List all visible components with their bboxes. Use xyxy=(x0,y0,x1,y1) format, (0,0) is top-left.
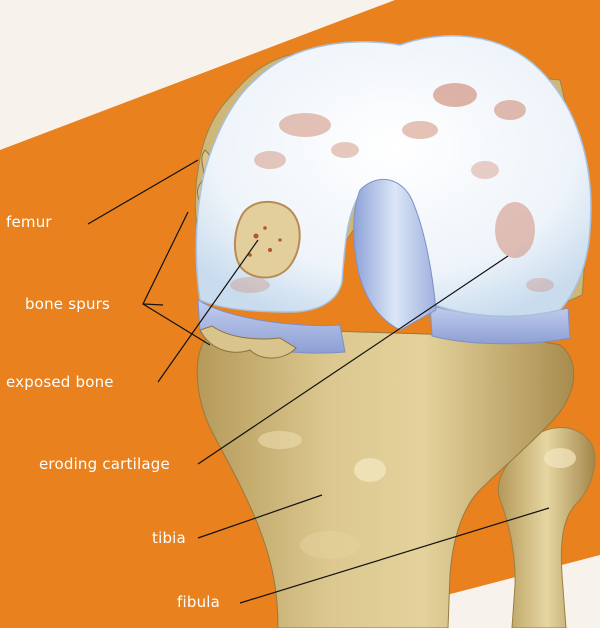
exposed-bone-patch xyxy=(235,202,300,278)
label-eroding-cartilage: eroding cartilage xyxy=(39,455,170,473)
label-exposed-bone: exposed bone xyxy=(6,373,114,391)
label-femur: femur xyxy=(6,213,52,231)
label-tibia: tibia xyxy=(152,529,186,547)
label-fibula: fibula xyxy=(177,593,220,611)
label-bone-spurs: bone spurs xyxy=(25,295,110,313)
